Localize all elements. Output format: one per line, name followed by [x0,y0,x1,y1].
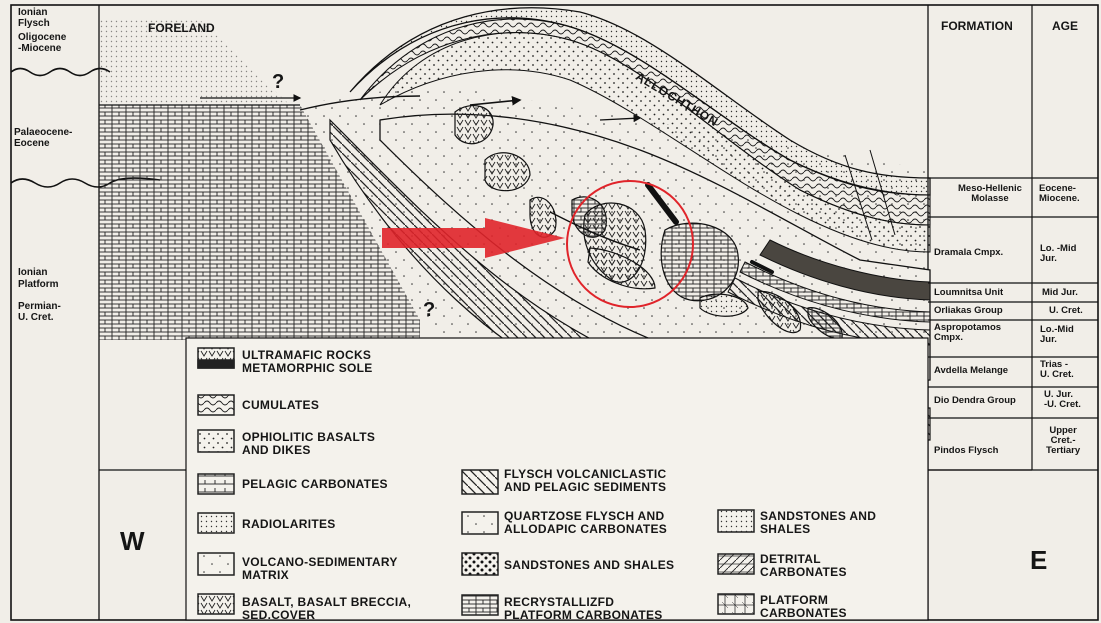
formation-name: Meso-Hellenic Molasse [958,184,1022,204]
legend-label: RECRYSTALLIZFD PLATFORM CARBONATES [504,596,663,621]
west-label: W [120,528,145,555]
legend-label: PLATFORM CARBONATES [760,594,847,619]
formation-age: Upper Cret.- Tertiary [1046,426,1080,456]
legend-label: DETRITAL CARBONATES [760,553,847,578]
formation-age: U. Jur. -U. Cret. [1044,390,1081,410]
east-label: E [1030,547,1047,574]
formation-name: Dio Dendra Group [934,396,1016,406]
formation-age: U. Cret. [1049,306,1083,316]
oligocene-label-2: -Miocene [18,44,61,55]
legend-label: BASALT, BASALT BRECCIA, SED.COVER [242,596,411,621]
age-header: AGE [1052,20,1078,33]
formation-name: Loumnitsa Unit [934,288,1003,298]
formation-age: Lo. -Mid Jur. [1040,244,1076,264]
formation-name: Avdella Melange [934,366,1008,376]
palaeocene-label-1: Palaeocene- [14,128,72,139]
legend-label: VOLCANO-SEDIMENTARY MATRIX [242,556,398,581]
legend-label: RADIOLARITES [242,518,336,531]
formation-age: Mid Jur. [1042,288,1078,298]
legend-label: PELAGIC CARBONATES [242,478,388,491]
formation-age: Lo.-Mid Jur. [1040,325,1074,345]
oligocene-label-1: Oligocene [18,33,66,44]
question-mark-upper: ? [272,72,284,93]
formation-name: Aspropotamos Cmpx. [934,323,1001,343]
formation-age: Eocene- Miocene. [1039,184,1080,204]
ionian-flysch-label-2: Flysch [18,19,50,30]
formation-name: Pindos Flysch [934,446,998,456]
permian-label-2: U. Cret. [18,313,54,324]
ionian-platform-label-2: Platform [18,280,59,291]
palaeocene-label-2: Eocene [14,139,50,150]
formation-header: FORMATION [941,20,1013,33]
formation-name: Dramala Cmpx. [934,248,1003,258]
legend-label: FLYSCH VOLCANICLASTIC AND PELAGIC SEDIME… [504,468,667,493]
legend-label: ULTRAMAFIC ROCKS METAMORPHIC SOLE [242,349,373,374]
foreland-label: FORELAND [148,22,215,35]
legend-label: CUMULATES [242,399,319,412]
permian-label-1: Permian- [18,302,61,313]
ionian-flysch-label-1: Ionian [18,8,47,19]
question-mark-lower: ? [423,300,435,321]
unconformity-upper [11,69,110,76]
formation-name: Orliakas Group [934,306,1003,316]
legend-label: OPHIOLITIC BASALTS AND DIKES [242,431,375,456]
legend-label: SANDSTONES AND SHALES [504,559,674,572]
ionian-platform-label-1: Ionian [18,268,47,279]
formation-age: Trias - U. Cret. [1040,360,1074,380]
legend-label: QUARTZOSE FLYSCH AND ALLODAPIC CARBONATE… [504,510,667,535]
legend-label: SANDSTONES AND SHALES [760,510,876,535]
